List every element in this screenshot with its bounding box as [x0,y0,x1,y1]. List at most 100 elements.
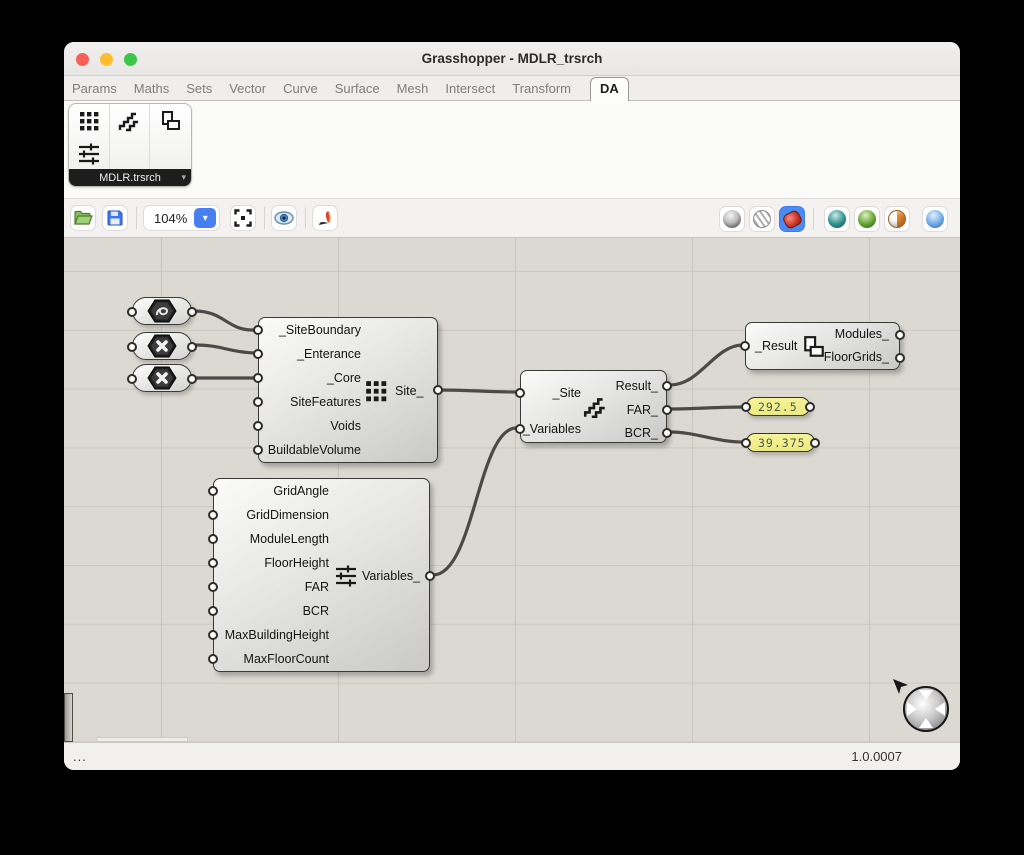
null-param-1[interactable] [127,332,197,360]
minimize-button[interactable] [100,53,113,66]
input-nub[interactable] [127,307,137,317]
toolbar-separator [813,208,814,230]
variables-input-row: FAR [208,575,429,599]
canvas-compass-widget[interactable] [903,686,949,732]
draw-order-button[interactable] [312,205,339,231]
tab-surface[interactable]: Surface [334,80,380,96]
mdlr-palette-group: MDLR.trsrch ▾ [68,103,192,187]
preview-toggle-button[interactable] [271,205,298,231]
tab-sets[interactable]: Sets [186,80,213,96]
input-nub[interactable] [127,374,137,384]
tab-transform[interactable]: Transform [512,80,571,96]
input-label: FAR [304,580,329,594]
input-nub[interactable] [253,421,263,431]
input-nub[interactable] [208,534,218,544]
tab-mesh[interactable]: Mesh [396,80,429,96]
canvas-vertical-scrollbar[interactable] [64,693,73,742]
output-nub[interactable] [895,330,905,340]
window-title: Grasshopper - MDLR_trsrch [421,51,603,66]
no-preview-button[interactable] [719,206,745,232]
input-nub[interactable] [253,349,263,359]
input-nub[interactable] [208,510,218,520]
input-nub[interactable] [515,424,525,434]
variables-component[interactable]: GridAngle GridDimension ModuleLength Flo… [208,478,435,672]
grasshopper-canvas[interactable]: _SiteBoundary _Enterance _Core SiteFeatu… [64,238,960,742]
preview-mesh-quality-1-button[interactable] [824,206,850,232]
shaded-preview-button[interactable] [779,206,805,232]
output-nub[interactable] [895,353,905,363]
tab-bar: Params Maths Sets Vector Curve Surface M… [64,76,960,101]
input-nub[interactable] [253,373,263,383]
zoom-button[interactable] [124,53,137,66]
input-label: MaxBuildingHeight [224,628,329,642]
tab-da-active[interactable]: DA [589,77,629,101]
tab-curve[interactable]: Curve [283,80,318,96]
output-nub[interactable] [425,571,435,581]
input-nub[interactable] [740,341,750,351]
input-nub[interactable] [741,402,751,412]
site-component[interactable]: _SiteBoundary _Enterance _Core SiteFeatu… [253,317,443,463]
zoom-dropdown-button[interactable]: ▾ [194,208,217,228]
palette-group-label-bar[interactable]: MDLR.trsrch ▾ [69,169,191,186]
input-nub[interactable] [208,486,218,496]
output-nub[interactable] [662,381,672,391]
curve-param[interactable] [127,297,197,325]
null-param-2[interactable] [127,364,197,392]
output-nub[interactable] [187,374,197,384]
save-file-button[interactable] [102,205,128,231]
output-nub[interactable] [433,385,443,395]
zoom-extents-button[interactable] [230,205,257,231]
stairs-icon [119,112,139,131]
wireframe-preview-button[interactable] [749,206,775,232]
value-panel-far[interactable]: 292.5 [741,397,815,416]
input-nub[interactable] [208,582,218,592]
output-label: BCR_ [624,426,658,440]
output-nub[interactable] [662,428,672,438]
da-component[interactable]: _Site _Variables Result_ FAR_ BCR_ [515,370,672,443]
site-component-button[interactable] [69,104,110,138]
input-nub[interactable] [208,558,218,568]
input-nub[interactable] [208,630,218,640]
input-nub[interactable] [741,438,751,448]
da-component-button[interactable] [110,104,151,138]
canvas-horizontal-scrollbar[interactable] [96,737,188,742]
input-label: GridAngle [273,484,329,498]
wireframe-sphere-icon [753,210,771,228]
preview-mesh-quality-4-button[interactable] [922,206,948,232]
zoom-control[interactable]: 104% ▾ [143,205,221,231]
orange-sphere-icon [888,210,906,228]
input-nub[interactable] [208,606,218,616]
variables-component-button[interactable] [69,137,110,171]
input-nub[interactable] [127,342,137,352]
output-nub[interactable] [810,438,820,448]
preview-mesh-quality-3-button[interactable] [884,206,910,232]
modules-icon [804,336,824,357]
tab-params[interactable]: Params [72,80,117,96]
tab-maths[interactable]: Maths [133,80,170,96]
output-nub[interactable] [187,307,197,317]
value-panel-bcr[interactable]: 39.375 [741,433,820,452]
modules-component[interactable]: _Result Modules_ FloorGrids_ [740,322,905,370]
input-nub[interactable] [253,325,263,335]
close-button[interactable] [76,53,89,66]
output-nub[interactable] [662,405,672,415]
input-nub[interactable] [253,445,263,455]
input-nub[interactable] [208,654,218,664]
modules-icon [161,110,180,130]
output-nub[interactable] [805,402,815,412]
input-label: MaxFloorCount [243,652,329,666]
tab-vector[interactable]: Vector [229,80,267,96]
canvas-cursor-arrow-icon [893,679,908,694]
preview-mesh-quality-2-button[interactable] [854,206,880,232]
input-nub[interactable] [515,388,525,398]
input-nub[interactable] [253,397,263,407]
open-file-button[interactable] [70,205,96,231]
tab-intersect[interactable]: Intersect [445,80,496,96]
site-input-row: _SiteBoundary [253,318,437,342]
wire-far-to-panel [668,405,745,411]
output-nub[interactable] [187,342,197,352]
red-gem-icon [780,208,804,230]
save-floppy-icon [107,210,123,226]
modules-component-button[interactable] [150,104,191,138]
title-bar[interactable]: Grasshopper - MDLR_trsrch [64,42,960,76]
